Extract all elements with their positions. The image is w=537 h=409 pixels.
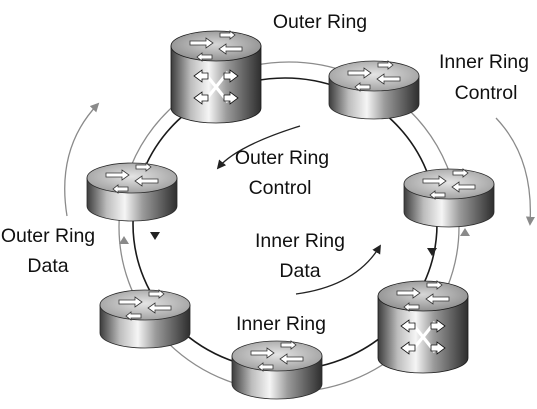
inner-ring-data-label-line1: Inner Ring (255, 230, 345, 252)
outer-ring-title-label: Outer Ring (273, 11, 367, 33)
outer-ring-data-label-line1: Outer Ring (1, 225, 95, 247)
outer-ring-arrowhead-right (427, 248, 437, 256)
router-icon (86, 162, 178, 222)
switch-icon (376, 279, 470, 375)
inner-ring-control-label-line1: Inner Ring (439, 51, 529, 73)
inner-ring-data-label-line2: Data (279, 260, 320, 282)
outer-ring-control-label-line1: Outer Ring (235, 147, 329, 169)
outer-ring-control-label-line2: Control (249, 177, 312, 199)
router-icon (403, 168, 495, 228)
inner-ring-control-arrow (495, 117, 535, 226)
router-icon (328, 60, 420, 120)
inner-ring-arrowhead-right (460, 228, 470, 236)
router-icon (99, 289, 191, 349)
inner-ring-control-label-line2: Control (455, 82, 518, 104)
inner-ring-title-label: Inner Ring (236, 313, 326, 335)
router-icon (231, 340, 323, 400)
inner-ring-data-arrow (295, 244, 381, 295)
outer-ring-arrowhead-left (150, 232, 160, 240)
outer-ring-data-label-line2: Data (27, 255, 68, 277)
outer-ring-control-arrow (216, 125, 301, 170)
outer-ring-data-arrow (64, 102, 100, 217)
switch-icon (169, 29, 263, 125)
inner-ring-arrowhead-left (119, 236, 129, 244)
